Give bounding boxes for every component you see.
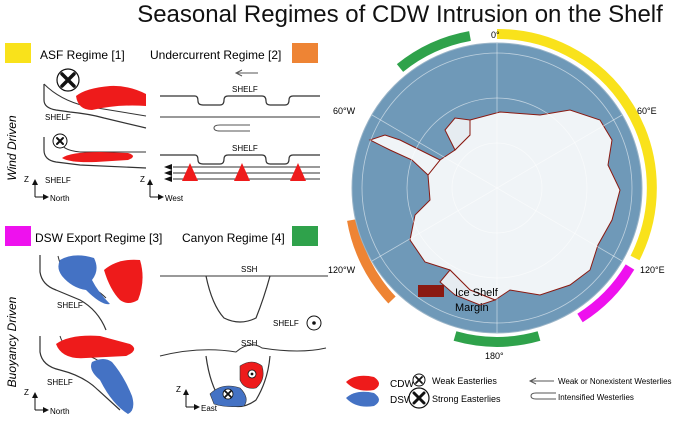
dsw-legend-swatch <box>346 391 379 407</box>
dsw-export-regime-title: DSW Export Regime [3] <box>35 231 162 245</box>
asf-shelf-label-lower: SHELF <box>45 176 71 185</box>
canyon-ssh-label-lower: SSH <box>241 339 258 348</box>
lon-label-180: 180° <box>485 351 504 361</box>
intensified-westerlies-legend-label: Intensified Westerlies <box>558 393 634 402</box>
canyon-ssh-label-upper: SSH <box>241 265 258 274</box>
canyon-axis-east: East <box>201 404 218 413</box>
lon-label-0: 0° <box>491 30 500 40</box>
undercurrent-shelf-label-lower: SHELF <box>232 144 258 153</box>
asf-color-swatch <box>5 43 31 63</box>
weak-westerlies-legend-icon <box>528 377 554 385</box>
lon-label-60w: 60°W <box>333 106 356 116</box>
canyon-color-swatch <box>292 226 318 246</box>
undercurrent-axis-west: West <box>165 194 184 203</box>
dsw-export-axis-z: Z <box>24 388 29 397</box>
ice-shelf-margin-label-2: Margin <box>455 302 489 314</box>
antarctica-map: 0° 60°W 60°E 120°W 120°E 180° Ice Shelf … <box>328 28 665 361</box>
sector-arcs <box>347 28 657 347</box>
wind-driven-label: Wind Driven <box>5 115 19 181</box>
intensified-westerlies-legend-icon <box>530 392 556 400</box>
undercurrent-regime-title: Undercurrent Regime [2] <box>150 48 281 62</box>
canyon-axis-z: Z <box>176 385 181 394</box>
ross-ice-shelf <box>439 269 497 306</box>
undercurrent-color-swatch <box>292 43 318 63</box>
lon-label-120w: 120°W <box>328 265 356 275</box>
dsw-export-axis-north: North <box>50 407 70 416</box>
strong-easterlies-legend-label: Strong Easterlies <box>432 394 501 404</box>
figure-title: Seasonal Regimes of CDW Intrusion on the… <box>137 1 663 28</box>
dsw-export-regime-panel: DSW Export Regime [3] SHELF SHELF Z Nort… <box>5 226 162 416</box>
lon-label-120e: 120°E <box>640 265 665 275</box>
asf-axis-north: North <box>50 194 70 203</box>
canyon-shelf-label: SHELF <box>273 319 299 328</box>
undercurrent-shelf-label-upper: SHELF <box>232 85 258 94</box>
sector-arc-dsw-export <box>577 264 635 323</box>
cdw-legend-label: CDW <box>390 379 414 390</box>
undercurrent-regime-panel: Undercurrent Regime [2] SHELF SHELF Z We… <box>140 43 320 203</box>
antarctic-peninsula <box>368 134 441 176</box>
sector-arc-asf <box>496 28 657 261</box>
dsw-legend-label: DSW <box>390 395 414 406</box>
asf-shelf-label-upper: SHELF <box>45 113 71 122</box>
dsw-export-shelf-label-lower: SHELF <box>47 378 73 387</box>
lon-label-60e: 60°E <box>637 106 657 116</box>
dsw-export-color-swatch <box>5 226 31 246</box>
bottom-legend: CDW DSW Weak Easterlies Strong Easterlie… <box>346 373 672 409</box>
cdw-legend-swatch <box>346 375 379 391</box>
asf-axis-z: Z <box>24 175 29 184</box>
sector-arc-canyon-north <box>396 31 471 72</box>
canyon-regime-title: Canyon Regime [4] <box>182 231 285 245</box>
undercurrent-axis-z: Z <box>140 175 145 184</box>
asf-regime-panel: ASF Regime [1] SHELF SHELF Z North <box>5 43 147 203</box>
sector-arc-undercurrent <box>347 219 396 304</box>
ice-shelf-margin-swatch <box>418 285 444 297</box>
weak-easterlies-legend-label: Weak Easterlies <box>432 376 497 386</box>
ronne-ice-shelf <box>444 117 471 151</box>
sector-arc-canyon-south <box>453 331 541 347</box>
ice-shelf-margin-label-1: Ice Shelf <box>455 287 499 299</box>
weak-westerlies-legend-label: Weak or Nonexistent Westerlies <box>558 377 672 386</box>
antarctica-continent <box>409 109 621 301</box>
buoyancy-driven-label: Buoyancy Driven <box>5 296 19 387</box>
canyon-regime-panel: Canyon Regime [4] SSH SHELF SSH Z East <box>159 226 328 413</box>
asf-regime-title: ASF Regime [1] <box>40 48 125 62</box>
dsw-export-shelf-label-upper: SHELF <box>57 301 83 310</box>
